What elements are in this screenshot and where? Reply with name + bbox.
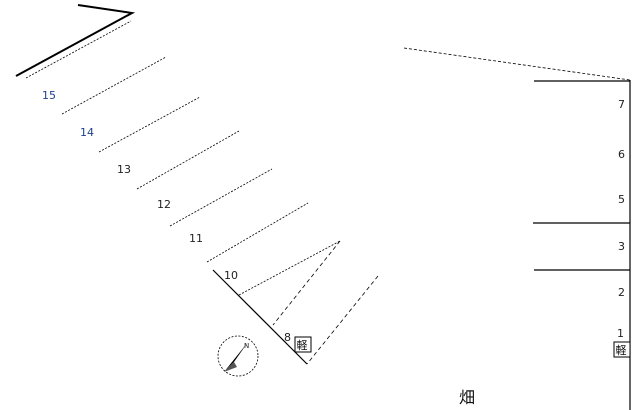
space-5: 5 [618,193,625,206]
north-west-boundary [15,4,136,79]
north-dashed-boundary [403,47,631,81]
dashed-light-car-zone [272,240,379,365]
space-11: 11 [189,232,203,245]
space-2: 2 [618,286,625,299]
svg-text:軽: 軽 [297,339,308,352]
svg-text:軽: 軽 [616,344,627,357]
space-3: 3 [618,240,625,253]
north-arrow-icon: N [217,335,259,377]
kei-mark-left: 軽 [294,336,312,353]
space-13: 13 [117,163,131,176]
field-label: 畑 [459,388,475,407]
space-7: 7 [618,98,625,111]
compass-north-label: N [244,342,249,350]
space-12: 12 [157,198,171,211]
south-west-edge [212,269,308,365]
space-10: 10 [224,269,238,282]
space-6: 6 [618,148,625,161]
right-stall-lines [533,80,631,410]
space-1: 1 [617,327,624,340]
space-14: 14 [80,126,94,139]
space-8: 8 [284,331,291,344]
space-15: 15 [42,89,56,102]
left-stall-dividers [61,56,341,296]
kei-mark-right: 軽 [613,341,631,358]
